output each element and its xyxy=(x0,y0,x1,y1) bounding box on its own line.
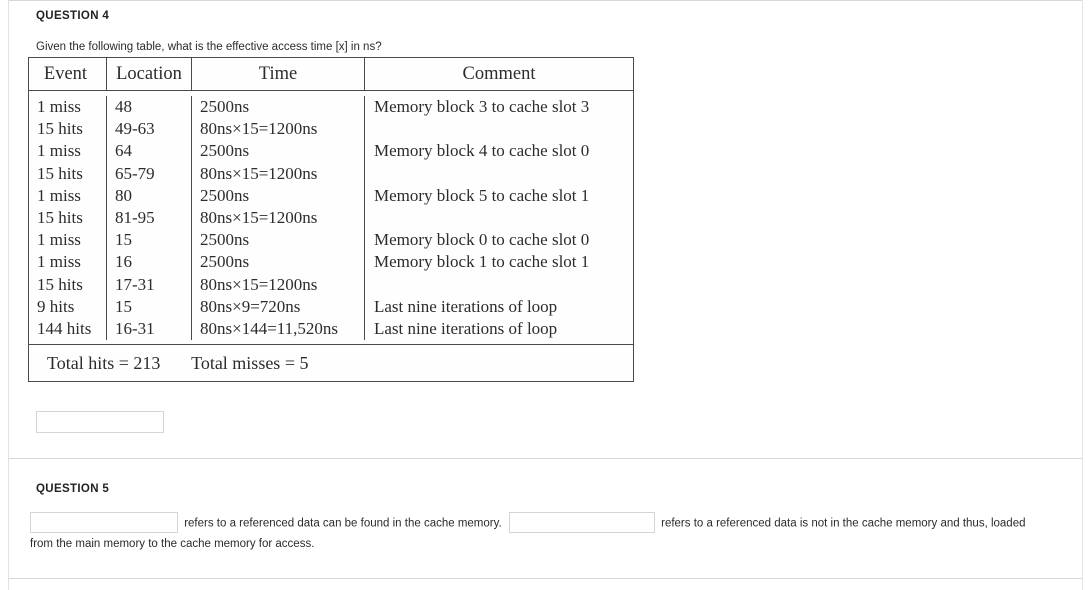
table-row: Memory block 0 to cache slot 0 xyxy=(374,230,590,250)
table-row: 1 miss xyxy=(37,97,81,116)
table-row: 2500ns xyxy=(200,230,250,250)
question-4-answer-input[interactable] xyxy=(36,411,164,433)
table-column-comment: Memory block 3 to cache slot 3 Memory bl… xyxy=(364,96,633,341)
table-row: 80ns×15=1200ns xyxy=(200,274,318,294)
section-divider-middle xyxy=(9,458,1082,459)
table-row: 15 hits xyxy=(37,119,83,139)
table-row: Last nine iterations of loop xyxy=(374,296,558,316)
table-header-event: Event xyxy=(43,64,88,84)
table-row: 1 miss xyxy=(37,252,81,272)
table-column-time: 2500ns 80ns×15=1200ns 2500ns 80ns×15=120… xyxy=(191,96,364,341)
question-4-heading: QUESTION 4 xyxy=(36,10,110,22)
table-row: 48 xyxy=(115,97,132,116)
table-header-row: Event Location Time Comment xyxy=(29,58,633,90)
table-row: Memory block 5 to cache slot 1 xyxy=(374,185,590,205)
table-row xyxy=(365,274,633,296)
table-row: 80ns×9=720ns xyxy=(200,296,301,316)
table-header-time: Time xyxy=(191,58,364,90)
table-row: 65-79 xyxy=(115,163,155,183)
table-row: 2500ns xyxy=(200,252,250,272)
table-row: Last nine iterations of loop xyxy=(374,318,558,338)
table-header-comment: Comment xyxy=(364,58,633,90)
table-row: 2500ns xyxy=(200,141,250,161)
question-5-text-part-2: refers to a referenced data is not in th… xyxy=(30,517,1026,550)
table-row: 1 miss xyxy=(37,185,81,205)
table-body: 1 miss 15 hits 1 miss 15 hits 1 miss 15 … xyxy=(29,90,633,344)
question-4-prompt: Given the following table, what is the e… xyxy=(36,41,382,53)
table-row: 15 hits xyxy=(37,163,83,183)
table-header-location: Location xyxy=(106,58,191,90)
top-divider xyxy=(9,0,1082,1)
table-row: 15 hits xyxy=(37,207,83,227)
section-divider-bottom xyxy=(9,578,1082,579)
total-hits-label: Total hits = 213 xyxy=(47,353,161,374)
table-row: 144 hits xyxy=(37,318,92,338)
table-row: 80ns×15=1200ns xyxy=(200,119,318,139)
table-row: 1 miss xyxy=(37,230,81,250)
table-row xyxy=(365,163,633,185)
question-5-blank-2[interactable] xyxy=(508,512,655,533)
question-5-fill-in-paragraph: refers to a referenced data can be found… xyxy=(30,512,1035,554)
table-totals-row: Total hits = 213 Total misses = 5 xyxy=(29,344,633,381)
question-5-blank-1[interactable] xyxy=(30,512,178,533)
table-row: 9 hits xyxy=(37,296,75,316)
quiz-page: QUESTION 4 Given the following table, wh… xyxy=(8,0,1083,590)
table-row: 80 xyxy=(115,185,132,205)
table-row: 15 hits xyxy=(37,274,83,294)
total-misses-label: Total misses = 5 xyxy=(191,353,309,374)
table-row: 80ns×144=11,520ns xyxy=(200,318,339,338)
table-row: Memory block 1 to cache slot 1 xyxy=(374,252,590,272)
table-column-location: 48 49-63 64 65-79 80 81-95 15 16 17-31 1… xyxy=(106,96,191,341)
table-row: 1 miss xyxy=(37,141,81,161)
table-row: 2500ns xyxy=(200,97,250,116)
table-row: 16-31 xyxy=(115,318,155,338)
cache-access-table: Event Location Time Comment 1 miss 15 hi… xyxy=(28,57,634,383)
table-row: 64 xyxy=(115,141,132,161)
table-row xyxy=(365,118,633,140)
question-5-heading: QUESTION 5 xyxy=(36,483,110,495)
table-row: 80ns×15=1200ns xyxy=(200,207,318,227)
table-row: 16 xyxy=(115,252,132,272)
table-row: Memory block 4 to cache slot 0 xyxy=(374,141,590,161)
table-row: 15 xyxy=(115,296,132,316)
table-row: 49-63 xyxy=(115,119,155,139)
table-row: Memory block 3 to cache slot 3 xyxy=(374,97,590,116)
table-row xyxy=(365,207,633,229)
table-row: 81-95 xyxy=(115,207,155,227)
table-row: 17-31 xyxy=(115,274,155,294)
table-column-event: 1 miss 15 hits 1 miss 15 hits 1 miss 15 … xyxy=(29,96,106,340)
table-row: 15 xyxy=(115,230,132,250)
table-row: 80ns×15=1200ns xyxy=(200,163,318,183)
table-row: 2500ns xyxy=(200,185,250,205)
question-5-text-part-1: refers to a referenced data can be found… xyxy=(184,517,502,530)
